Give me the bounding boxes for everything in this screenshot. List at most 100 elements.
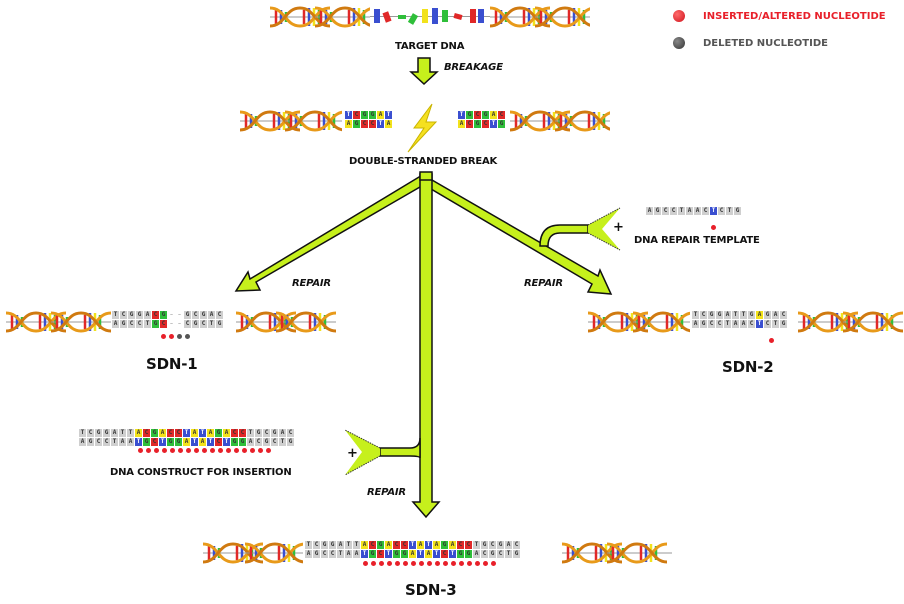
top-strand-base: C [120,311,127,319]
bottom-strand-base: G [152,320,159,328]
bottom-strand-base: T [207,438,214,446]
bottom-strand-base: G [369,550,376,558]
top-strand-base: T [726,207,733,215]
top-strand-base: G [136,311,143,319]
bottom-strand-base: T [505,550,512,558]
top-strand-base: G [482,111,489,119]
top-strand-base: G [255,429,262,437]
bottom-strand-base: G [489,550,496,558]
top-strand-base: C [175,429,182,437]
top-strand-base: A [417,541,424,549]
bottom-strand-base: G [474,120,481,128]
inserted-marker-dot [202,448,207,453]
double-stranded-break-label: DOUBLE-STRANDED BREAK [349,156,498,167]
top-strand-base: T [678,207,685,215]
top-strand-base: C [87,429,94,437]
inserted-marker-dot [226,448,231,453]
bottom-strand-base: G [143,438,150,446]
legend-deleted-label: DELETED NUCLEOTIDE [703,38,828,49]
top-strand-base: C [231,429,238,437]
bottom-strand-base: C [716,320,723,328]
bottom-strand-base: G [465,550,472,558]
top-strand-base: A [191,429,198,437]
inserted-marker-dot [443,561,448,566]
top-strand-base: C [780,311,787,319]
bottom-strand-base: G [192,320,199,328]
top-strand-base: G [151,429,158,437]
inserted-marker-dot [186,448,191,453]
bottom-strand-base: C [441,550,448,558]
top-strand-base: G [654,207,661,215]
top-strand-base: T [385,111,392,119]
top-strand-base: G [748,311,755,319]
top-strand-base: C [369,541,376,549]
bottom-strand-base: C [482,120,489,128]
top-strand-base: G [329,541,336,549]
inserted-marker-dot [218,448,223,453]
sdn2-helix-left [588,311,690,333]
bottom-strand-base: A [740,320,747,328]
legend-inserted-dot [673,10,685,22]
bottom-strand-base: T [449,550,456,558]
bottom-strand-base: C [748,320,755,328]
inserted-marker-dot [427,561,432,566]
top-strand-base: G [377,541,384,549]
bottom-strand-base: T [111,438,118,446]
sdn1-helix-left [6,311,111,333]
construct-markers [138,448,271,453]
top-strand-base: T [425,541,432,549]
bottom-strand-base: C [497,550,504,558]
top-strand-base: A [694,207,701,215]
inserted-marker-dot [178,448,183,453]
top-strand-base: C [662,207,669,215]
inserted-marker-dot [387,561,392,566]
top-strand-base: C [216,311,223,319]
legend-inserted-label: INSERTED/ALTERED NUCLEOTIDE [703,11,886,22]
top-strand-base: T [345,111,352,119]
top-strand-base: C [465,541,472,549]
bottom-strand-base: A [112,320,119,328]
top-strand-base: T [458,111,465,119]
bottom-strand-base: G [700,320,707,328]
top-strand-base: A [449,541,456,549]
inserted-marker-dot [411,561,416,566]
top-strand-base: G [497,541,504,549]
top-strand-base: C [192,311,199,319]
top-strand-base: A [433,541,440,549]
bottom-strand-base: G [216,320,223,328]
top-strand-base: T [247,429,254,437]
top-strand-base: C [152,311,159,319]
dna-construct-label: DNA CONSTRUCT FOR INSERTION [110,467,292,478]
inserted-marker-dot [379,561,384,566]
bottom-strand-base: C [329,550,336,558]
bottom-strand-base: G [498,120,505,128]
bottom-strand-base: G [287,438,294,446]
bottom-strand-base: A [199,438,206,446]
top-strand-base: C [513,541,520,549]
top-strand-base: A [361,541,368,549]
inserted-marker-dot [170,448,175,453]
inserted-marker-dot [250,448,255,453]
top-strand-base: C [401,541,408,549]
bottom-strand-base: G [231,438,238,446]
top-strand-base: T [345,541,352,549]
top-strand-base: – [178,311,181,318]
top-strand-base: C [474,111,481,119]
legend-deleted-dot [673,37,685,49]
inserted-marker-dot [258,448,263,453]
bottom-strand-base: T [756,320,763,328]
top-strand-base: G [184,311,191,319]
top-strand-base: C [702,207,709,215]
top-strand-base: A [772,311,779,319]
top-strand-base: T [740,311,747,319]
top-strand-base: C [143,429,150,437]
bottom-strand-base: – [178,320,181,327]
target-dna-bases [370,6,490,26]
inserted-marker-dot [234,448,239,453]
top-strand-base: C [263,429,270,437]
top-strand-base: C [393,541,400,549]
